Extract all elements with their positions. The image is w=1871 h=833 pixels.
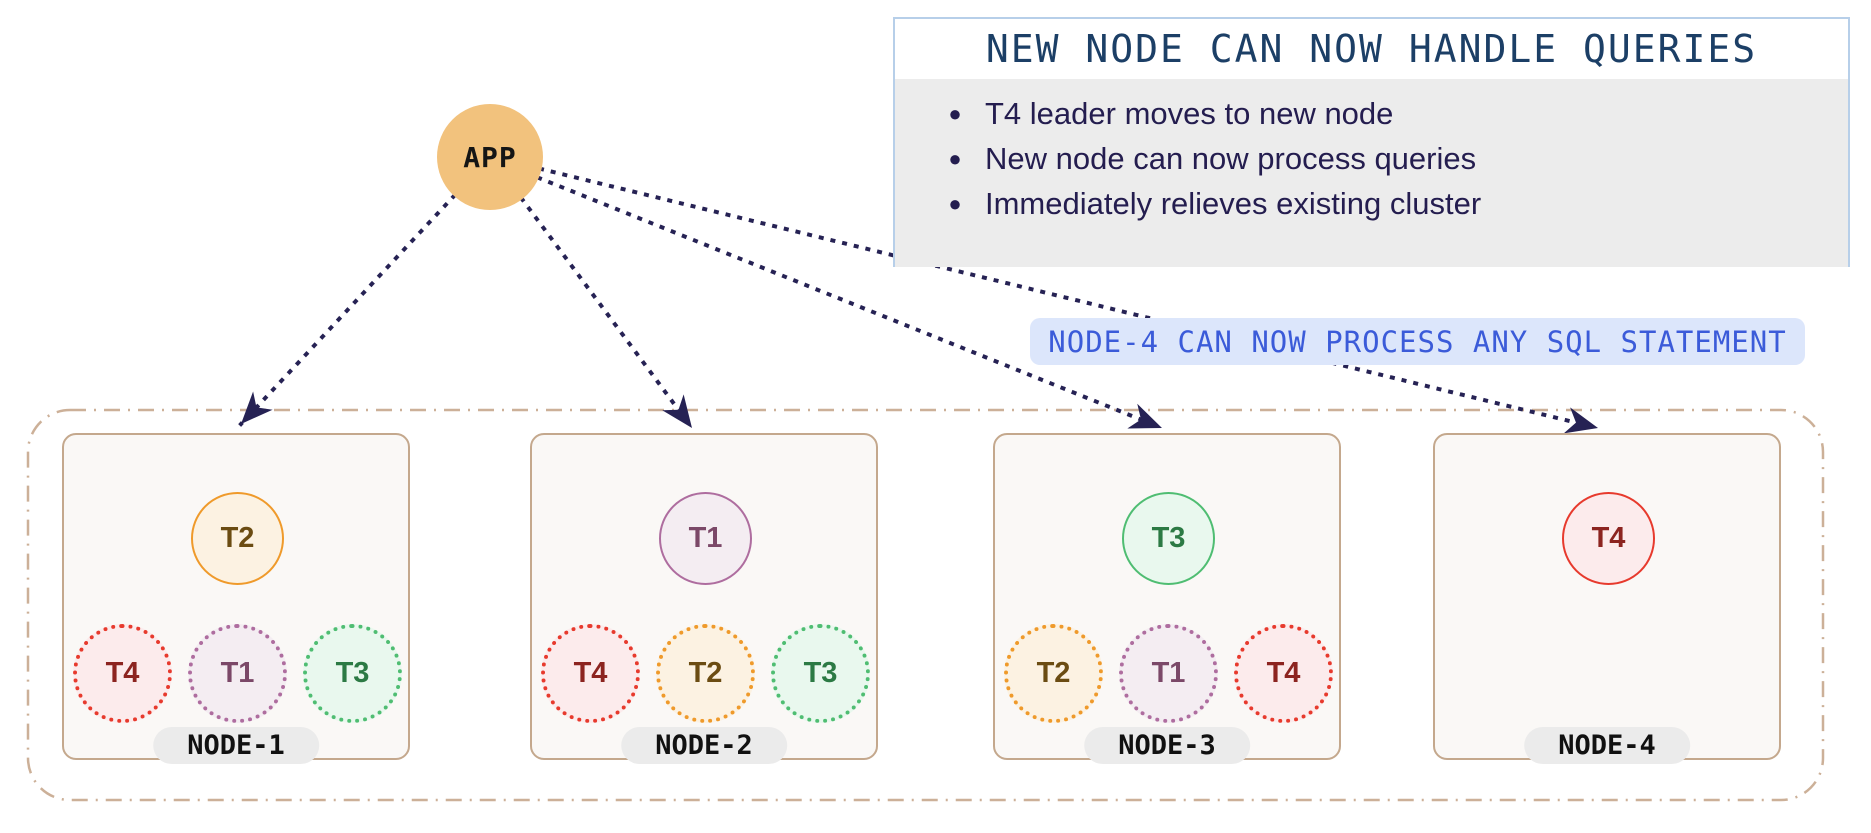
tablet-label: T1 [220, 657, 255, 689]
node-3-name-pill: NODE-3 [1084, 727, 1250, 764]
node-1-follower-t3-circle: T3 [303, 624, 402, 723]
tablet-label: T3 [803, 657, 838, 689]
node-2-follower-t4-circle: T4 [541, 624, 640, 723]
tablet-label: T3 [335, 657, 370, 689]
callout-box: NEW NODE CAN NOW HANDLE QUERIES ● T4 lea… [893, 17, 1850, 267]
node-1-leader-t2-circle: T2 [191, 492, 284, 585]
bullet-icon: ● [948, 190, 962, 216]
node-3-follower-t2-circle: T2 [1004, 624, 1103, 723]
bullet-icon: ● [948, 145, 962, 171]
node-1-follower-t1-circle: T1 [188, 624, 287, 723]
tablet-label: T4 [1591, 522, 1626, 554]
tablet-label: T2 [1036, 657, 1071, 689]
node-1-box: T2 T4 T1 T3 NODE-1 [62, 433, 410, 764]
node-4-leader-t4-circle: T4 [1562, 492, 1655, 585]
node-4-status-banner: NODE-4 CAN NOW PROCESS ANY SQL STATEMENT [1030, 318, 1805, 365]
node-4-name-pill: NODE-4 [1524, 727, 1690, 764]
tablet-label: T4 [1266, 657, 1301, 689]
node-3-leader-t3-circle: T3 [1122, 492, 1215, 585]
callout-body: ● T4 leader moves to new node ● New node… [895, 79, 1848, 267]
app-label: APP [463, 140, 517, 174]
bullet-icon: ● [948, 100, 962, 126]
node-2-leader-t1-circle: T1 [659, 492, 752, 585]
node-3-follower-t4-circle: T4 [1234, 624, 1333, 723]
tablet-label: T4 [105, 657, 140, 689]
node-4-box: T4 NODE-4 [1433, 433, 1781, 764]
tablet-label: T1 [688, 522, 723, 554]
callout-bullet-2-text: New node can now process queries [985, 140, 1477, 176]
arrow-app-to-node-2 [519, 196, 695, 431]
node-3-follower-t1-circle: T1 [1119, 624, 1218, 723]
tablet-label: T3 [1151, 522, 1186, 554]
callout-bullet-1-text: T4 leader moves to new node [985, 95, 1394, 131]
arrow-app-to-node-1 [238, 193, 457, 427]
tablet-label: T1 [1151, 657, 1186, 689]
node-2-follower-t2-circle: T2 [656, 624, 755, 723]
callout-bullet-3: ● Immediately relieves existing cluster [925, 181, 1848, 226]
callout-title: NEW NODE CAN NOW HANDLE QUERIES [985, 27, 1758, 71]
arrow-app-to-node-3 [536, 175, 1165, 431]
node-3-box: T3 T2 T1 T4 NODE-3 [993, 433, 1341, 764]
arrow-app-to-node-4 [538, 166, 1601, 434]
node-2-name-pill: NODE-2 [621, 727, 787, 764]
node-2-follower-t3-circle: T3 [771, 624, 870, 723]
callout-bullet-2: ● New node can now process queries [925, 136, 1848, 181]
callout-bullet-3-text: Immediately relieves existing cluster [985, 185, 1482, 221]
callout-bullet-1: ● T4 leader moves to new node [925, 91, 1848, 136]
node-1-name-pill: NODE-1 [153, 727, 319, 764]
node-1-follower-t4-circle: T4 [73, 624, 172, 723]
node-2-box: T1 T4 T2 T3 NODE-2 [530, 433, 878, 764]
cluster-dashed-border [26, 408, 1825, 802]
tablet-label: T2 [220, 522, 255, 554]
tablet-label: T4 [573, 657, 608, 689]
tablet-label: T2 [688, 657, 723, 689]
app-circle: APP [437, 104, 543, 210]
